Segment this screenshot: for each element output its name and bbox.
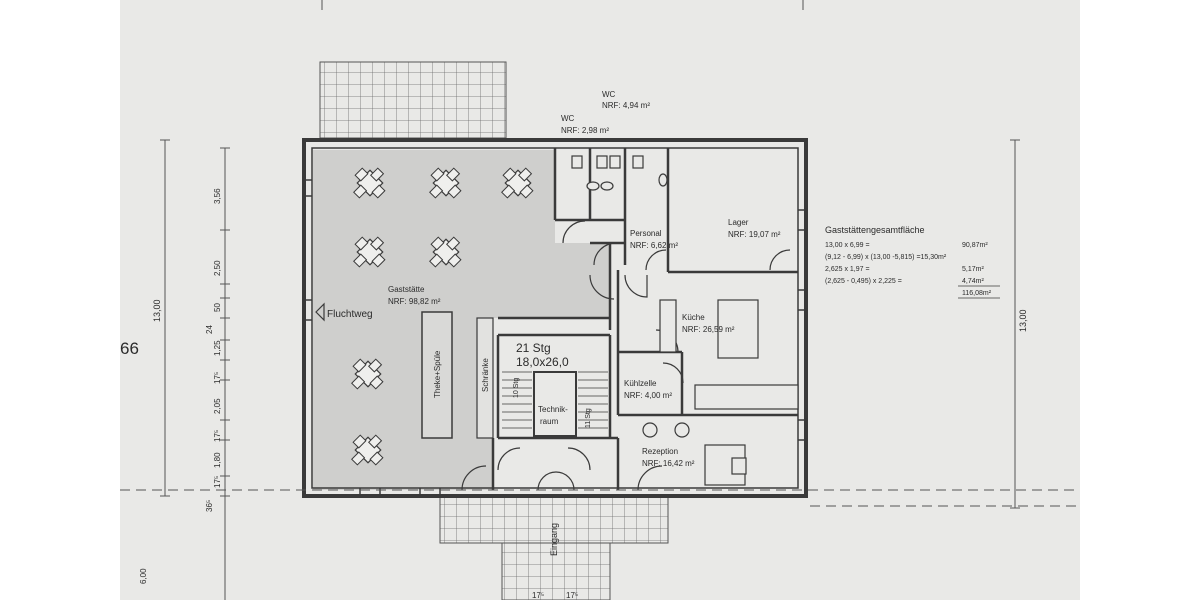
calc-result: 4,74m²: [962, 278, 984, 285]
bar-counter: [421, 311, 453, 439]
cabinets: [476, 317, 494, 439]
kuehlzelle-name: Kühlzelle: [624, 379, 657, 388]
wc2-area: NRF: 4,94 m²: [602, 101, 650, 110]
technik-name-2: raum: [540, 417, 559, 426]
dim-chain: 17⁵: [213, 430, 222, 442]
rezeption-area: NRF: 16,42 m²: [642, 459, 695, 468]
dim-chain: 2,05: [213, 398, 222, 414]
path-paving: [501, 542, 611, 600]
cabinets-label: Schränke: [481, 358, 490, 392]
dim-chain: 2,50: [213, 260, 222, 276]
dim-chain: 24: [205, 325, 214, 334]
escape-route-arrow: [315, 302, 325, 322]
calc-result: 90,87m²: [962, 242, 988, 249]
dim-chain: 1,80: [213, 452, 222, 468]
dim-bottom-left: 6,00: [139, 568, 148, 584]
dim-bottom: 17⁵: [532, 591, 544, 600]
plan-sheet: 66 13,00 13,00 3,56 2,50 50 24 1,25 17⁵ …: [120, 0, 1080, 600]
dim-chain: 1,25: [213, 340, 222, 356]
floor-plan: 66 13,00 13,00 3,56 2,50 50 24 1,25 17⁵ …: [120, 0, 1080, 600]
kitchen-island: [717, 299, 759, 359]
stairs-count: 21 Stg: [516, 341, 551, 355]
table-set: [353, 167, 386, 199]
page-number: 66: [120, 339, 139, 358]
stairs-ratio: 18,0x26,0: [516, 355, 569, 369]
lager-area: NRF: 19,07 m²: [728, 230, 781, 239]
outer-wall: [302, 138, 808, 498]
table-set: [429, 167, 462, 199]
dim-chain: 17⁵: [213, 476, 222, 488]
calc-formula: (2,625 - 0,495) x 2,225 =: [825, 278, 902, 285]
calc-formula: (9,12 - 6,99) x (13,00 -5,815) =15,30m²: [825, 254, 947, 261]
table-set: [351, 358, 384, 390]
wc1-area: NRF: 2,98 m²: [561, 126, 609, 135]
lager-name: Lager: [728, 218, 749, 227]
flight-b: 11 Stg: [585, 408, 592, 428]
calc-formula: 13,00 x 6,99 =: [825, 242, 870, 249]
area-title: Gaststättengesamtfläche: [825, 225, 925, 235]
kuehlzelle-area: NRF: 4,00 m²: [624, 391, 672, 400]
bar-label: Theke+Spüle: [433, 350, 442, 398]
calc-result: 5,17m²: [962, 266, 984, 273]
dim-chain: 50: [213, 303, 222, 312]
dim-left-total: 13,00: [152, 299, 162, 322]
wc2-name: WC: [602, 90, 616, 99]
table-set: [429, 236, 462, 268]
dim-bottom: 17⁵: [566, 591, 578, 600]
guestroom-floor: [313, 150, 610, 490]
personal-name: Personal: [630, 229, 662, 238]
technik-name: Technik-: [538, 405, 568, 414]
dining-tables: [351, 167, 534, 466]
fluchtweg-label: Fluchtweg: [327, 309, 373, 320]
table-set: [351, 434, 384, 466]
wc1-name: WC: [561, 114, 575, 123]
kueche-name: Küche: [682, 313, 705, 322]
terrace-paving: [319, 61, 507, 139]
table-set: [501, 167, 534, 199]
rezeption-name: Rezeption: [642, 447, 678, 456]
guestroom-area: NRF: 98,82 m²: [388, 297, 441, 306]
kueche-area: NRF: 26,59 m²: [682, 325, 735, 334]
technical-room: [533, 371, 577, 437]
dim-chain: 36⁵: [205, 500, 214, 512]
entrance-paving: [439, 496, 669, 544]
flight-a: 10 Stg: [513, 378, 520, 398]
dim-chain: 3,56: [213, 188, 222, 204]
table-set: [353, 236, 386, 268]
dim-right-total: 13,00: [1018, 309, 1028, 332]
calc-total: 116,08m²: [962, 290, 992, 297]
entrance-label: Eingang: [549, 523, 559, 556]
calc-formula: 2,625 x 1,97 =: [825, 266, 870, 273]
dim-chain: 17⁵: [213, 372, 222, 384]
guestroom-name: Gaststätte: [388, 285, 425, 294]
personal-area: NRF: 6,62 m²: [630, 241, 678, 250]
